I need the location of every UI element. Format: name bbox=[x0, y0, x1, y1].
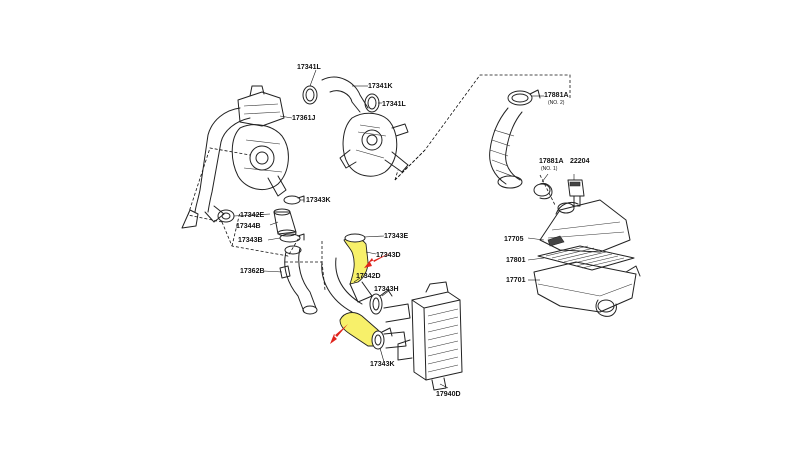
label-17801: 17801 bbox=[506, 257, 526, 264]
intercooler-hoses bbox=[321, 233, 411, 350]
air-cleaner bbox=[533, 199, 641, 317]
label-17341K: 17341K bbox=[368, 83, 393, 90]
red-arrow-upper bbox=[364, 252, 392, 268]
callout-arrows bbox=[330, 252, 392, 344]
label-17343K-mid: 17343K bbox=[306, 197, 331, 204]
intercooler bbox=[397, 281, 463, 391]
label-17343B: 17343B bbox=[238, 237, 263, 244]
label-17341L-right: 17341L bbox=[382, 101, 406, 108]
label-17881A-mid-note: (NO. 1) bbox=[541, 166, 558, 172]
label-17881A-top-note: (NO. 2) bbox=[548, 100, 565, 106]
red-arrow-lower bbox=[330, 324, 348, 344]
left-small-parts bbox=[217, 195, 318, 315]
label-17881A-top: 17881A bbox=[544, 92, 569, 99]
label-17343D: 17343D bbox=[376, 252, 401, 259]
label-17341L-top: 17341L bbox=[297, 64, 321, 71]
label-17342D: 17342D bbox=[356, 273, 381, 280]
label-17343E: 17343E bbox=[384, 233, 408, 240]
leader-lines bbox=[233, 69, 575, 389]
intake-manifold-assembly bbox=[181, 85, 289, 229]
label-17343H: 17343H bbox=[374, 286, 399, 293]
label-17362B: 17362B bbox=[240, 268, 265, 275]
label-17881A-mid: 17881A bbox=[539, 158, 564, 165]
turbocharger bbox=[339, 112, 409, 177]
label-17361J: 17361J bbox=[292, 115, 315, 122]
label-17342E: 17342E bbox=[240, 212, 264, 219]
label-17343K-bottom: 17343K bbox=[370, 361, 395, 368]
label-17344B: 17344B bbox=[236, 223, 261, 230]
label-17705: 17705 bbox=[504, 236, 524, 243]
label-22204: 22204 bbox=[570, 158, 590, 165]
air-intake-hose bbox=[489, 89, 585, 207]
label-17701: 17701 bbox=[506, 277, 526, 284]
label-17940D: 17940D bbox=[436, 391, 461, 398]
part-labels: 17341L 17341K 17341L 17361J 17343K 17342… bbox=[236, 64, 590, 398]
turbo-inlet-hose bbox=[302, 76, 380, 113]
